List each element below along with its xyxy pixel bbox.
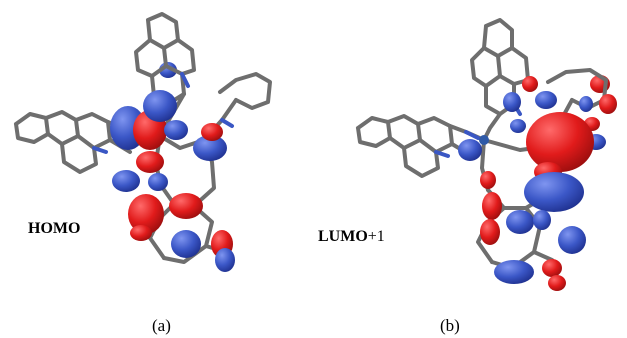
orbital-lobe [548, 275, 566, 291]
orbital-name: LUMO [318, 228, 368, 245]
orbital-label-lumo-plus-1: LUMO+1 [318, 228, 385, 246]
orbital-lobe [112, 170, 140, 192]
orbital-lobe [136, 151, 164, 173]
orbital-lobe [480, 219, 500, 245]
orbital-lobe [130, 225, 152, 241]
orbital-lobe [215, 248, 235, 272]
orbital-lobe [482, 192, 502, 220]
orbital-suffix: +1 [367, 228, 385, 245]
orbital-lobe [579, 96, 593, 112]
panel-b-molecule [356, 18, 617, 291]
orbital-lobe [503, 92, 521, 112]
orbital-lobe [558, 226, 586, 254]
orbital-lobe [510, 119, 526, 133]
orbital-lobe [164, 120, 188, 140]
orbital-lobe [458, 139, 482, 161]
orbital-label-homo: HOMO [28, 220, 80, 238]
orbital-lobe [535, 91, 557, 109]
panel-a-molecule [14, 12, 272, 272]
orbital-lobe [524, 172, 584, 212]
orbital-lobe [526, 112, 594, 172]
orbital-name: HOMO [28, 220, 81, 237]
panel-a-front-lobes [110, 90, 235, 272]
panel-b-front-lobes [458, 76, 617, 291]
orbital-lobe [201, 123, 223, 141]
orbital-lobe [599, 94, 617, 114]
orbital-lobe [533, 210, 551, 230]
orbital-lobe [143, 90, 177, 122]
orbital-lobe [480, 171, 496, 189]
orbital-lobe [522, 76, 538, 92]
metal-center [479, 135, 489, 145]
orbital-lobe [169, 193, 203, 219]
orbital-lobe [494, 260, 534, 284]
panel-label-b: (b) [440, 316, 460, 335]
orbital-lobe [148, 173, 168, 191]
panel-label-a: (a) [152, 316, 171, 335]
orbital-lobe [193, 135, 227, 161]
orbital-lobe [506, 210, 534, 234]
orbital-lobe [171, 230, 201, 258]
orbital-lobe [128, 194, 164, 234]
orbital-lobe [542, 259, 562, 277]
